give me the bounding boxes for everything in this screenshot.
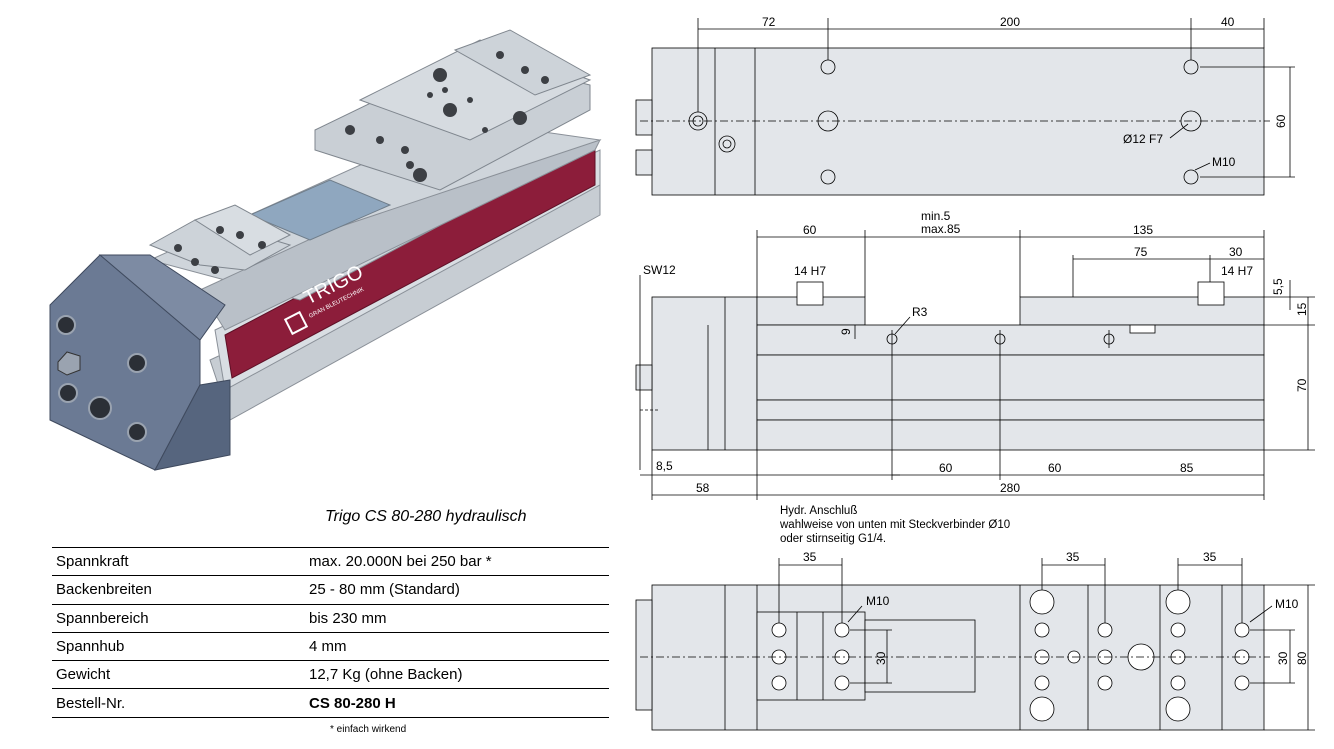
spec-label: Gewicht: [52, 660, 305, 689]
dim-label: 5,5: [1271, 278, 1285, 295]
dim-label: 60: [803, 223, 817, 237]
dim-label: 135: [1133, 223, 1153, 237]
dim-label: 58: [696, 481, 710, 495]
note-line: Hydr. Anschluß: [780, 505, 857, 517]
dim-label: 80: [1295, 651, 1309, 665]
fit-label: 14 H7: [1221, 264, 1253, 278]
spec-label: Spannkraft: [52, 546, 305, 576]
spec-value: 12,7 Kg (ohne Backen): [305, 660, 609, 689]
spec-label: Spannhub: [52, 631, 305, 661]
dim-label: 35: [803, 550, 817, 564]
dim-label: 8,5: [656, 459, 673, 473]
product-illustration: TRIGO GRAN BLEUTECHNIK: [49, 29, 602, 471]
dim-label: 200: [1000, 15, 1020, 29]
dim-label: 70: [1295, 378, 1309, 392]
dim-label: 40: [1221, 15, 1235, 29]
dim-label: 30: [1229, 245, 1243, 259]
dim-label: 85: [1180, 461, 1194, 475]
dim-label: 60: [1274, 114, 1288, 128]
dim-label: 9: [839, 328, 853, 335]
dim-label: 75: [1134, 245, 1148, 259]
spec-label: Spannbereich: [52, 603, 305, 633]
footnote: * einfach wirkend: [330, 724, 407, 735]
dim-label: 280: [1000, 481, 1020, 495]
thread-label: M10: [1212, 155, 1236, 169]
dim-label: 60: [1048, 461, 1062, 475]
dim-label: R3: [912, 305, 928, 319]
dim-label: 35: [1203, 550, 1217, 564]
spec-value: max. 20.000N bei 250 bar *: [305, 546, 609, 576]
thread-label: M10: [866, 594, 890, 608]
dim-label: 15: [1295, 302, 1309, 316]
dim-label: min.5: [921, 209, 951, 223]
fit-label: 14 H7: [794, 264, 826, 278]
dim-label: 35: [1066, 550, 1080, 564]
dim-label: max.85: [921, 222, 961, 236]
dim-label: 72: [762, 15, 776, 29]
spec-label: Backenbreiten: [52, 575, 305, 605]
spec-value: 4 mm: [305, 631, 609, 661]
note-line: oder stirnseitig G1/4.: [780, 533, 886, 545]
order-number: CS 80-280 H: [305, 688, 609, 718]
spec-value: 25 - 80 mm (Standard): [305, 575, 609, 605]
product-caption: Trigo CS 80-280 hydraulisch: [325, 508, 527, 525]
dim-label: 30: [874, 651, 888, 665]
table-row: Bestell-Nr.CS 80-280 H: [52, 688, 609, 718]
dim-label: SW12: [643, 263, 676, 277]
bore-label: Ø12 F7: [1123, 132, 1163, 146]
note-line: wahlweise von unten mit Steckverbinder Ø…: [779, 519, 1010, 531]
spec-label: Bestell-Nr.: [52, 688, 305, 718]
dim-label: 30: [1276, 651, 1290, 665]
spec-value: bis 230 mm: [305, 603, 609, 633]
thread-label: M10: [1275, 597, 1299, 611]
dim-label: 60: [939, 461, 953, 475]
